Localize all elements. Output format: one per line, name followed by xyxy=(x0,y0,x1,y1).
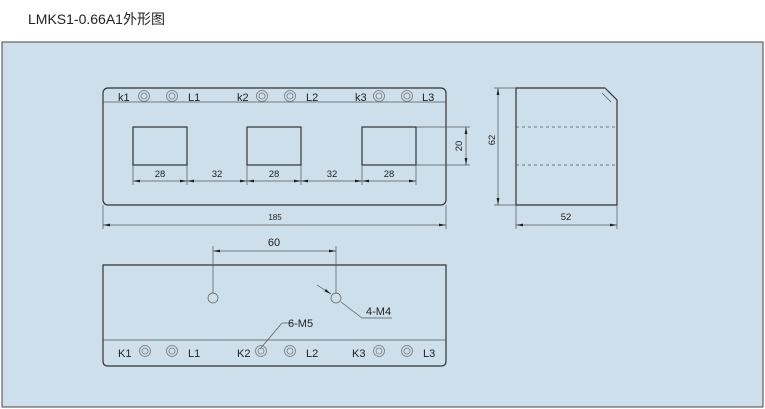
dim-window-width: 28 xyxy=(155,169,166,180)
terminal-label: k2 xyxy=(237,92,249,104)
bottom-view: 60 4-M4 6-M5 K1 L1 K2 L2 K3 L3 xyxy=(102,237,447,367)
terminal-label: K2 xyxy=(237,348,250,360)
dim-gap: 32 xyxy=(212,169,223,180)
terminal-label: k1 xyxy=(118,92,130,104)
dim-depth: 52 xyxy=(561,212,572,223)
window-1 xyxy=(132,126,188,166)
terminal-label: L1 xyxy=(188,92,200,104)
dim-window-width: 28 xyxy=(384,169,395,180)
terminal-label: L3 xyxy=(423,348,435,360)
terminal-label: K3 xyxy=(352,348,365,360)
dim-height: 62 xyxy=(487,135,498,146)
dim-window-width: 28 xyxy=(269,169,280,180)
terminal-label: K1 xyxy=(118,348,131,360)
terminal-label: k3 xyxy=(355,92,367,104)
side-view: 62 52 xyxy=(487,87,618,229)
terminal-label: L2 xyxy=(306,348,318,360)
dim-total-width: 185 xyxy=(268,213,282,222)
terminal-label: L1 xyxy=(188,348,200,360)
dim-hole-spacing: 60 xyxy=(268,237,280,249)
drawing-title: LMKS1-0.66A1外形图 xyxy=(28,11,165,27)
top-view: k1 L1 k2 L2 k3 L3 28 32 28 32 28 xyxy=(102,87,470,229)
terminal-label: L3 xyxy=(422,92,434,104)
callout-mount-holes: 4-M4 xyxy=(366,306,391,318)
terminal-label: L2 xyxy=(306,92,318,104)
dim-window-height: 20 xyxy=(454,141,465,152)
callout-terminal-screws: 6-M5 xyxy=(288,318,313,330)
window-3 xyxy=(361,126,417,166)
window-2 xyxy=(246,126,302,166)
dim-gap: 32 xyxy=(327,169,338,180)
drawing-frame xyxy=(1,41,764,408)
